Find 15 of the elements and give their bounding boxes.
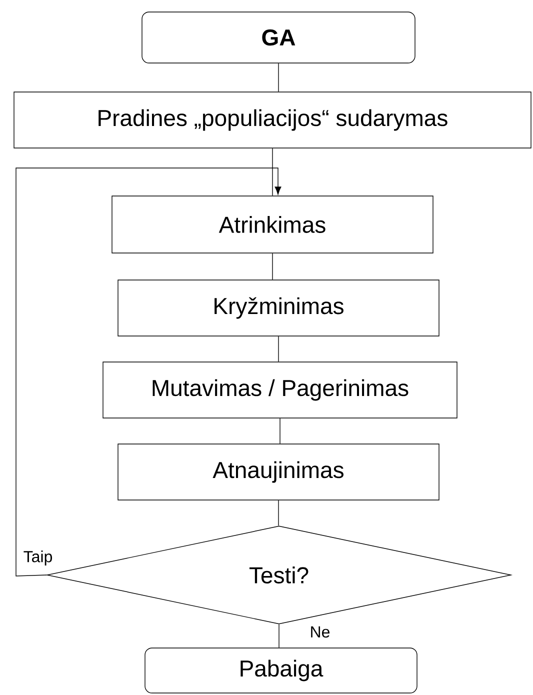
edge-label: Ne [308,625,332,639]
connector-line [272,253,273,280]
connector-line [278,336,279,362]
process-box: Mutavimas / Pagerinimas [102,362,458,418]
connector-line [272,148,273,196]
process-box: Atnaujinimas [118,444,440,500]
connector-line [278,624,280,648]
process-box: Kryžminimas [118,280,440,336]
process-box: Pradines „populiacijos“ sudarymas [14,92,532,148]
process-box: Atrinkimas [112,196,434,254]
connector-line [278,500,279,526]
terminal-box: Pabaiga [144,648,418,694]
arrow [16,168,282,576]
connector-line [278,63,279,92]
terminal-box: GA [142,12,416,64]
